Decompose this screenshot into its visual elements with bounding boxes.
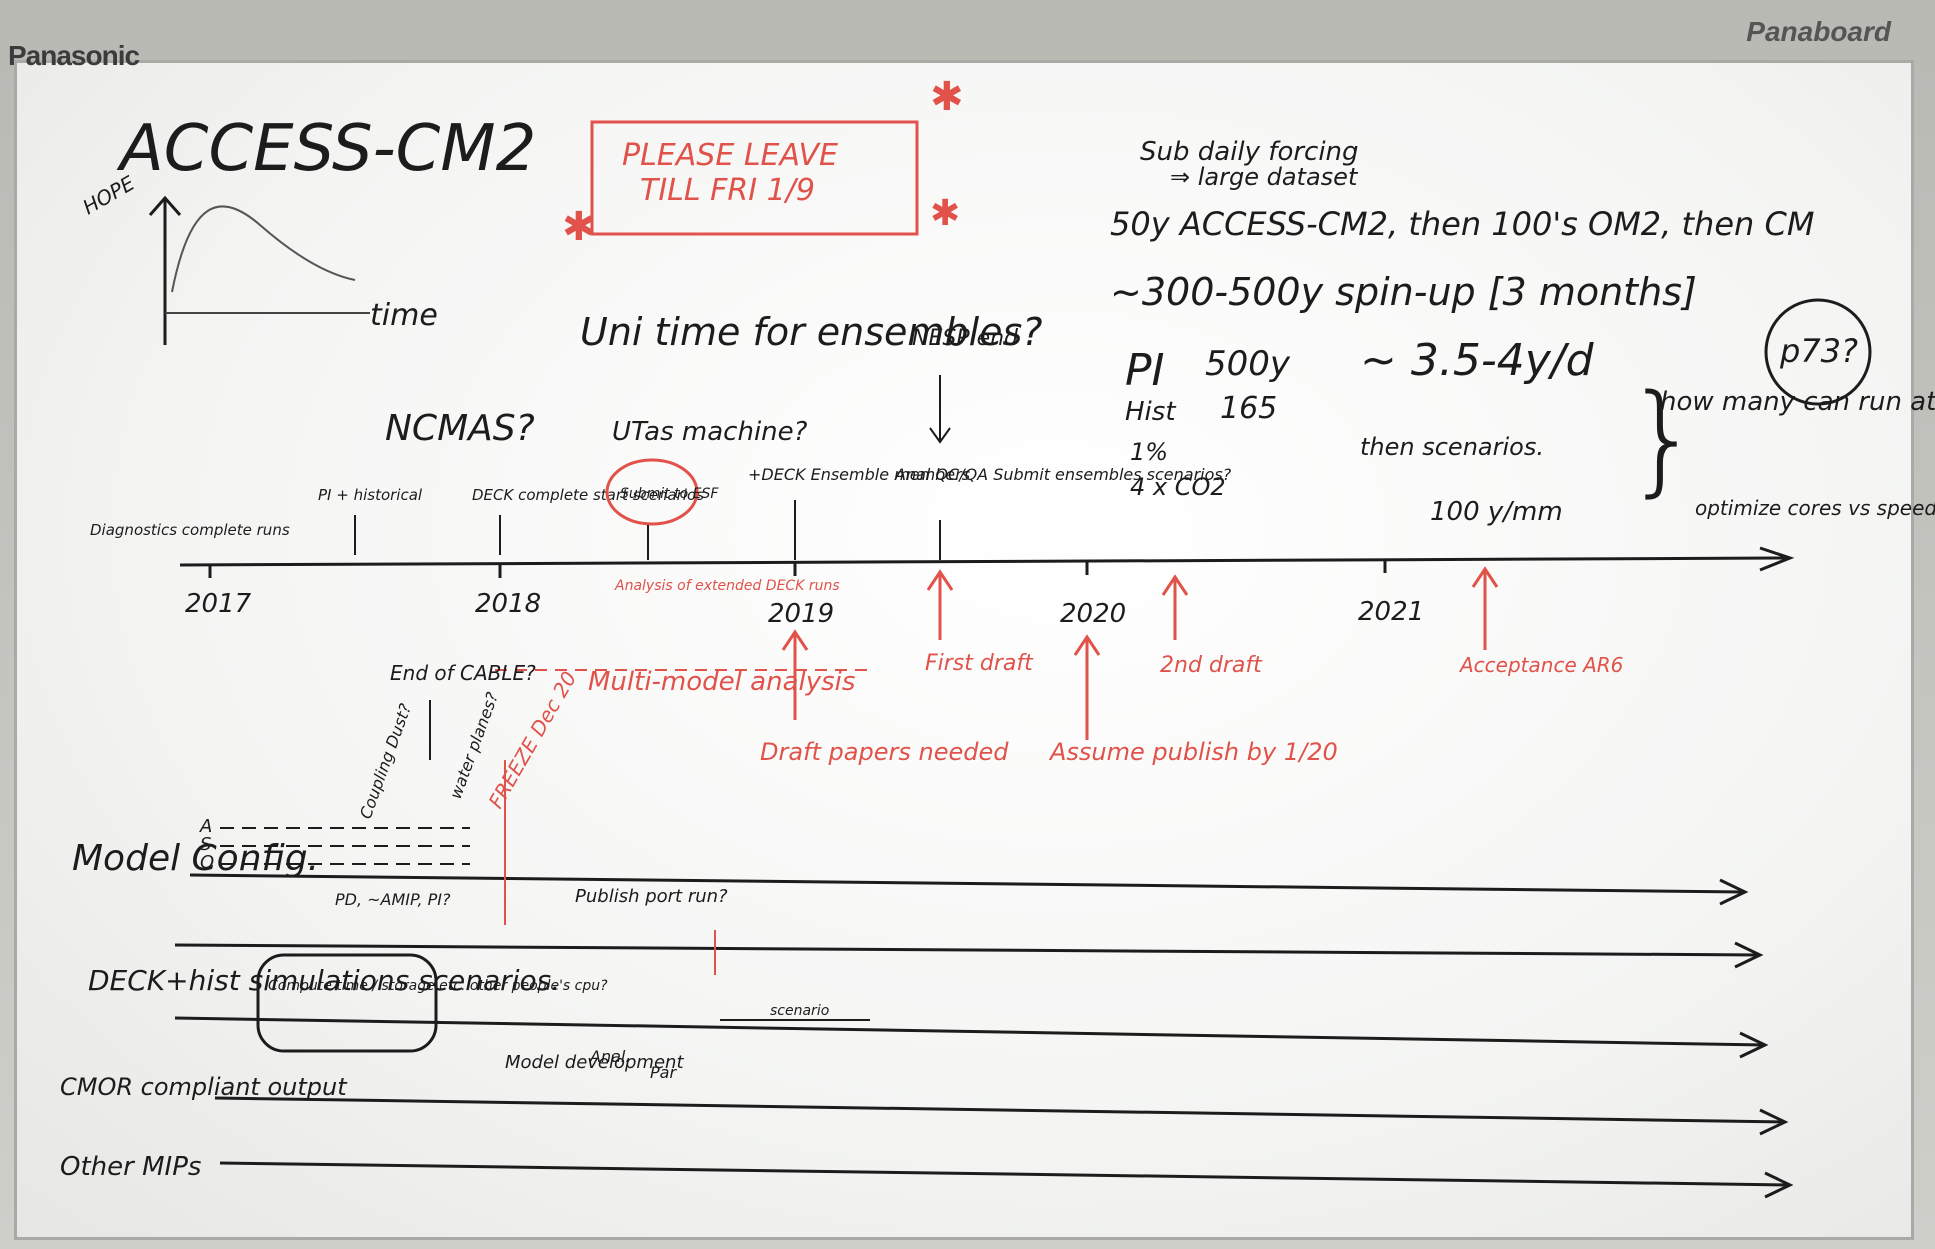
pi-label: PI xyxy=(1125,345,1165,396)
scenario-note: scenario xyxy=(770,1003,829,1019)
one-pct-label: 1% xyxy=(1130,438,1168,466)
compute-note: Compute time / storage etc. other people… xyxy=(268,978,608,994)
acceptance-ar6: Acceptance AR6 xyxy=(1458,653,1623,677)
leave-note-line2: TILL FRI 1/9 xyxy=(640,173,815,208)
main-timeline: 2017 2018 2019 2020 2021 xyxy=(179,546,1795,629)
milestone-analysis-members: Analysis of extended DECK runs xyxy=(614,578,840,594)
throughput-note: 100 y/mm xyxy=(1430,497,1563,527)
coupling-note: Coupling Dust? xyxy=(356,701,415,822)
milestone-deck: DECK complete start scenarios xyxy=(472,486,704,504)
milestone-analqc: Anal QC/QA Submit ensembles scenarios? xyxy=(894,465,1232,484)
milestones-above: Diagnostics complete runs PI + historica… xyxy=(90,458,1232,560)
note-line2: ⇒ large dataset xyxy=(1170,163,1359,191)
milestone-ensemble: +DECK Ensemble members xyxy=(748,465,970,484)
co2-label: 4 x CO2 xyxy=(1130,473,1226,501)
anal-note: Anal. xyxy=(589,1047,630,1066)
board-title: ACCESS-CM2 xyxy=(116,112,536,186)
pd-amip-note: PD, ~AMIP, PI? xyxy=(335,890,451,909)
optimize-note: optimize cores vs speed up. xyxy=(1695,496,1935,520)
pi-years: 500y xyxy=(1205,344,1291,384)
config-letter-s: S xyxy=(200,834,211,855)
milestone-diagnostics: Diagnostics complete runs xyxy=(90,521,290,539)
milestone-pi-hist: PI + historical xyxy=(318,486,423,504)
circled-note: p73? xyxy=(1779,332,1858,370)
note-line3: 50y ACCESS-CM2, then 100's OM2, then CM xyxy=(1110,205,1814,243)
publish-note: Publish port run? xyxy=(575,886,728,907)
how-many-note: how many can run at once? xyxy=(1660,387,1935,417)
asterisk-icon: ✱ xyxy=(562,204,596,250)
assume-publish: Assume publish by 1/20 xyxy=(1048,738,1338,766)
config-letter-o: O xyxy=(200,852,214,873)
top-right-notes: Sub daily forcing ⇒ large dataset 50y AC… xyxy=(1110,137,1935,527)
hope-graph: HOPE time xyxy=(79,171,438,345)
brand-right: Panaboard xyxy=(1746,16,1891,47)
first-draft: First draft xyxy=(925,651,1034,676)
lane-deck: DECK+hist simulations scenarios. xyxy=(88,964,560,997)
year-2019: 2019 xyxy=(768,599,834,629)
year-2018: 2018 xyxy=(475,589,541,619)
nesp-note: NESP end xyxy=(912,326,1019,351)
hope-axis-label: HOPE xyxy=(79,171,139,220)
year-2021: 2021 xyxy=(1358,597,1424,627)
leave-note-box: PLEASE LEAVE TILL FRI 1/9 ✱ ✱ ✱ xyxy=(562,74,964,250)
note-line4: ~300-500y spin-up [3 months] xyxy=(1110,270,1697,314)
config-letter-a: A xyxy=(199,816,212,837)
end-of-cable: End of CABLE? xyxy=(390,661,536,685)
lane-other-mips: Other MIPs xyxy=(60,1152,201,1182)
asterisk-icon: ✱ xyxy=(930,193,960,234)
par-note: Par xyxy=(650,1063,677,1082)
lane-cmor: CMOR compliant output xyxy=(60,1073,348,1101)
second-draft: 2nd draft xyxy=(1160,653,1263,678)
uni-time-question: Uni time for ensembles? xyxy=(580,310,1042,354)
asterisk-icon: ✱ xyxy=(930,74,964,120)
ncmas-question: NCMAS? xyxy=(385,408,535,449)
time-axis-label: time xyxy=(370,298,438,333)
lane-model-config: Model Config. xyxy=(72,838,319,879)
milestones-below: Analysis of extended DECK runs Multi-mod… xyxy=(390,566,1623,766)
year-2020: 2020 xyxy=(1060,599,1126,629)
hist-years: 165 xyxy=(1220,391,1277,426)
model-dev-note: Model development xyxy=(505,1052,684,1073)
multi-model-analysis: Multi-model analysis xyxy=(588,667,855,697)
brand-left: Panasonic xyxy=(8,40,140,71)
leave-note-line1: PLEASE LEAVE xyxy=(622,138,838,173)
year-2017: 2017 xyxy=(185,589,252,619)
rate-note: ~ 3.5-4y/d xyxy=(1360,335,1595,386)
draft-papers: Draft papers needed xyxy=(760,738,1009,766)
note-line1: Sub daily forcing xyxy=(1140,137,1359,167)
freeze-note: FREEZE Dec 20 xyxy=(484,667,582,812)
utas-question: UTas machine? xyxy=(612,417,808,447)
milestone-submit-esf: Submit to ESF xyxy=(620,486,719,502)
hist-label: Hist xyxy=(1125,397,1176,427)
then-scenarios: then scenarios. xyxy=(1360,433,1544,461)
brace-icon: } xyxy=(1625,370,1701,509)
